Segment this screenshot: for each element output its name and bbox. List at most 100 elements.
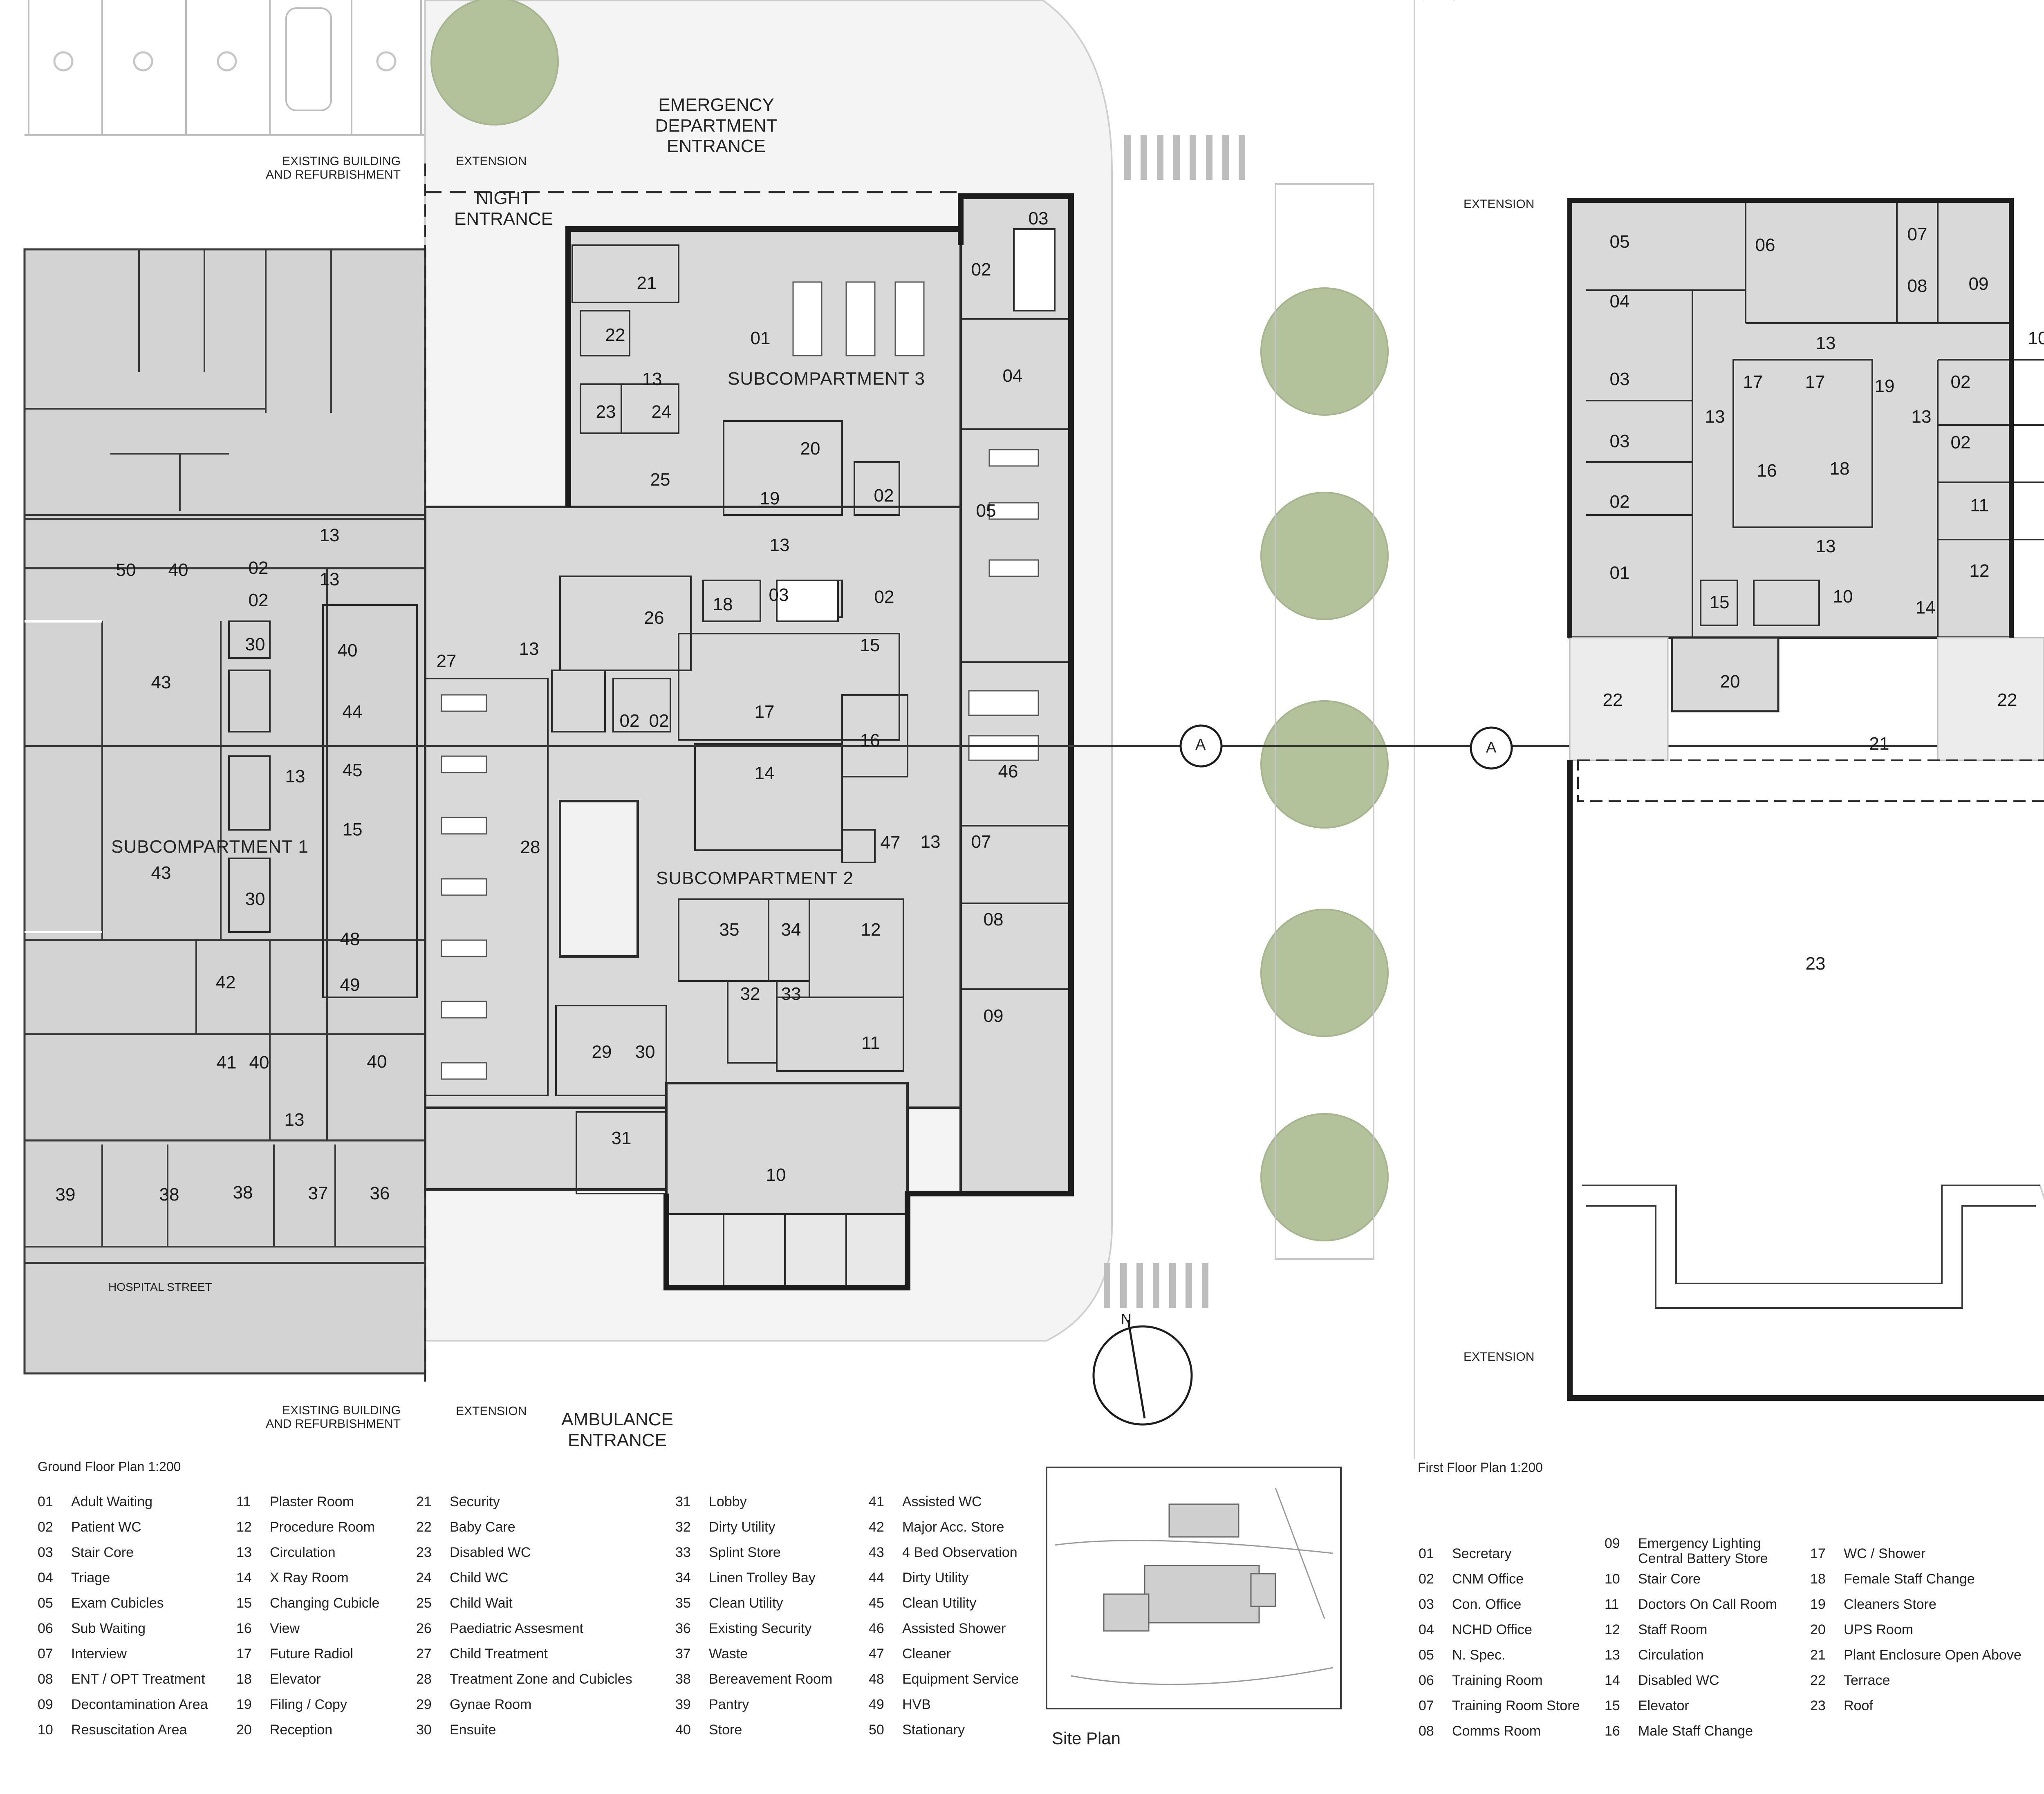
room-number: 31 [611,1128,632,1148]
room-number: 26 [644,608,664,628]
hospital-street-label: HOSPITAL STREET [108,1281,212,1293]
room-number: 47 [880,833,901,853]
first-floor-terrace-left [1569,637,1669,761]
room-number: 02 [971,260,991,280]
room-number: 22 [605,325,625,345]
room-number: 32 [740,984,760,1004]
room-number: 01 [1609,563,1630,583]
room-number: 06 [1755,235,1775,255]
ups-room [1671,636,1780,712]
room-number: 18 [1829,459,1850,479]
existing-building-hatch-zone [25,620,102,933]
room-number: 15 [1709,592,1730,612]
site-plan-title: Site Plan [1052,1729,1121,1748]
section-marker-ground-label: A [1195,736,1206,753]
room-number: 24 [651,402,672,422]
room-number: 19 [1874,376,1895,396]
room-number: 15 [860,635,880,655]
room-number: 13 [920,832,941,852]
room-number: 12 [1969,561,1990,581]
room-number: 35 [719,920,740,940]
room-number: 49 [340,975,360,995]
room-number: 05 [976,501,996,521]
room-number: 13 [319,525,340,545]
room-number: 46 [998,761,1018,782]
room-number: 33 [781,984,801,1004]
room-number: 10 [2028,328,2044,348]
extension-outer-wall [565,193,1074,1290]
room-number: 08 [1907,276,1927,296]
plant-enclosure [1577,759,2044,802]
trees [430,0,1389,1241]
emergency-entrance-label: EMERGENCY DEPARTMENT ENTRANCE [655,95,778,157]
room-number: 27 [436,651,457,671]
room-number: 23 [596,402,616,422]
roof-inner-outline [1582,1185,2040,1309]
north-label: N [1121,1311,1132,1328]
treatment-beds [441,449,1039,1080]
room-number: 34 [781,920,801,940]
existing-building-label-top: EXISTING BUILDING AND REFURBISHMENT [266,155,401,181]
room-number: 13 [519,639,539,659]
first-floor-inner-walls [1586,200,2044,638]
room-number: 20 [1720,672,1740,692]
room-number: 02 [649,711,669,731]
extension-ground-floor [424,195,1072,1289]
room-number: 30 [635,1042,655,1062]
first-floor-outer-wall [1567,198,2014,638]
room-number: 21 [637,273,657,293]
existing-building-walls [25,249,425,1248]
accessible-parking-icons [53,51,397,72]
room-number: 50 [116,560,136,580]
room-number: 11 [861,1033,880,1053]
room-number: 17 [1743,372,1763,392]
room-number: 02 [1609,492,1630,512]
section-marker-ground [1179,724,1223,768]
room-number: 38 [233,1183,253,1203]
room-number: 45 [342,760,363,780]
room-number: 25 [650,470,670,490]
room-number: 13 [1911,407,1932,427]
subcompartment-2-label: SUBCOMPARTMENT 2 [656,868,854,888]
subcompartment-1-label: SUBCOMPARTMENT 1 [111,837,309,857]
north-arrow [1092,1320,1193,1426]
planter-strip [1275,183,1374,1260]
room-number: 40 [367,1052,387,1072]
room-number: 30 [245,889,265,909]
room-number: 41 [216,1053,237,1073]
